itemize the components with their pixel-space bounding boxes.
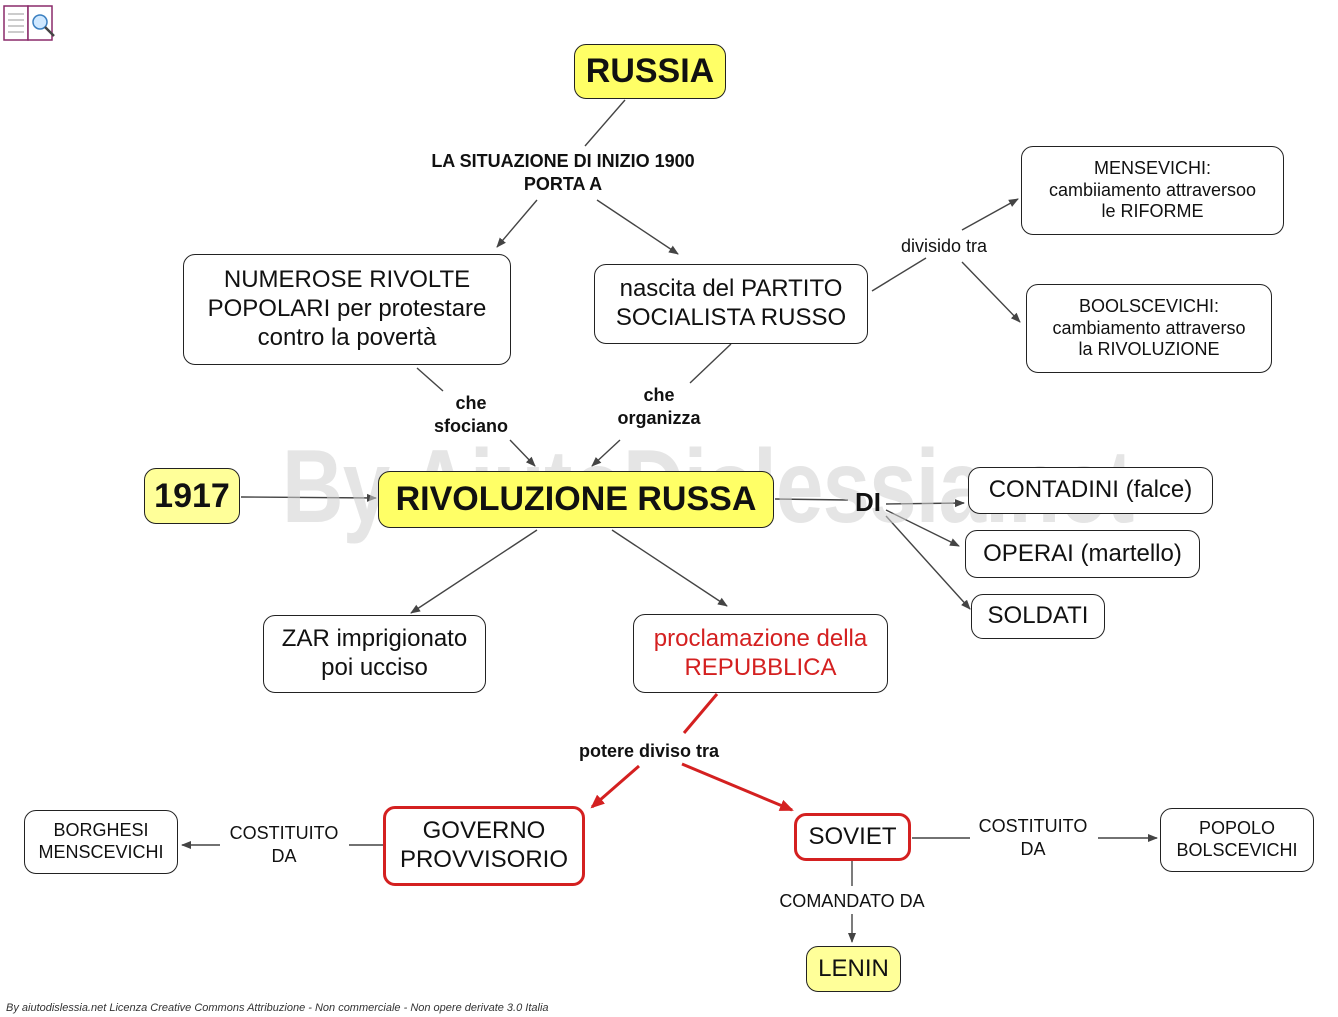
node-russia: RUSSIA [574, 44, 726, 99]
label-costituito-right: COSTITUITO DA [978, 816, 1088, 859]
node-lenin: LENIN [806, 946, 901, 992]
node-soviet: SOVIET [794, 813, 911, 861]
edge-di-contadini [885, 499, 965, 508]
edge-potere-governo [590, 764, 640, 809]
book-logo-icon [3, 5, 55, 41]
label-che-organizza: che organizza [617, 385, 701, 428]
label-di: DI [855, 487, 881, 517]
edge-partito-label [689, 343, 732, 384]
node-repubblica: proclamazione della REPUBBLICA [633, 614, 888, 693]
edge-repubblica-potere [682, 693, 719, 734]
edge-rivoluzione-repubblica [611, 529, 728, 607]
label-potere-diviso: potere diviso tra [578, 741, 720, 761]
edge-diviso-mensevichi [961, 198, 1019, 231]
edge-di-operai [885, 509, 960, 547]
node-governo: GOVERNO PROVVISORIO [383, 806, 585, 886]
edge-rivolte-label [416, 367, 444, 392]
node-year-1917: 1917 [144, 468, 240, 524]
edge-label-rivoluzione-right [591, 439, 621, 467]
node-operai: OPERAI (martello) [965, 530, 1200, 578]
edge-di-soldati [885, 515, 971, 610]
edge-russia-label [584, 99, 626, 147]
label-comandato: COMANDATO DA [779, 891, 925, 911]
label-diviso-tra: divisido tra [900, 236, 988, 256]
edge-rivoluzione-zar [410, 529, 538, 614]
node-rivolte: NUMEROSE RIVOLTE POPOLARI per protestare… [183, 254, 511, 365]
license-footer: By aiutodislessia.net Licenza Creative C… [6, 1002, 549, 1014]
edge-rivoluzione-di [774, 498, 849, 501]
node-contadini: CONTADINI (falce) [968, 467, 1213, 514]
node-soldati: SOLDATI [971, 594, 1105, 639]
edge-label-rivolte [496, 199, 538, 248]
node-mensevichi: MENSEVICHI: cambiiamento attraversoo le … [1021, 146, 1284, 235]
edge-year-rivoluzione [240, 493, 377, 502]
node-popolo: POPOLO BOLSCEVICHI [1160, 808, 1314, 872]
edge-partito-diviso [871, 257, 927, 292]
edge-diviso-bolscevichi [961, 261, 1021, 323]
edge-potere-soviet [681, 762, 794, 812]
node-bolscevichi: BOOLSCEVICHI: cambiamento attraverso la … [1026, 284, 1272, 373]
edge-label-rivoluzione-left [509, 439, 536, 467]
node-partito: nascita del PARTITO SOCIALISTA RUSSO [594, 264, 868, 344]
label-che-sfociano: che sfociano [433, 393, 508, 436]
label-costituito-left: COSTITUITO DA [229, 823, 339, 866]
label-situazione: LA SITUAZIONE DI INIZIO 1900 PORTA A [431, 151, 695, 194]
node-borghesi: BORGHESI MENSCEVICHI [24, 810, 178, 874]
node-rivoluzione-russa: RIVOLUZIONE RUSSA [378, 471, 774, 528]
node-zar: ZAR imprigionato poi ucciso [263, 615, 486, 693]
edge-label-partito [596, 199, 679, 255]
